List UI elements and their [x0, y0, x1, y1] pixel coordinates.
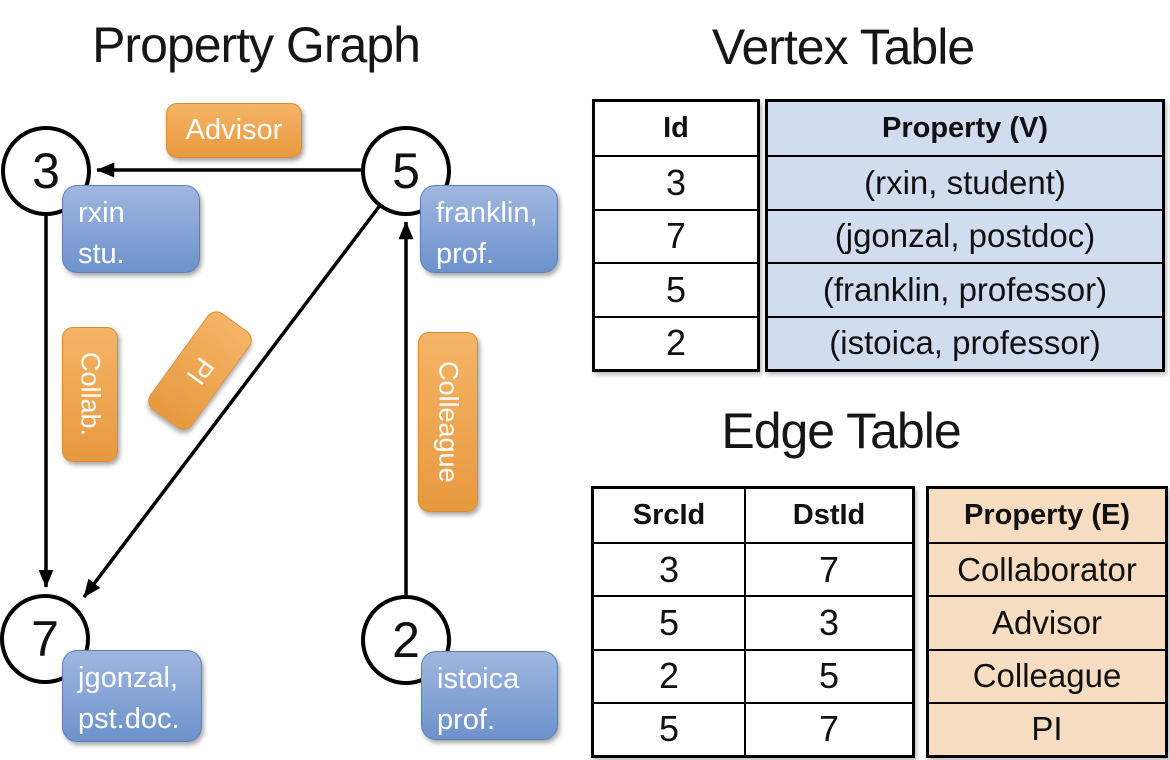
graph-node-2: 2 [361, 595, 451, 685]
edge-property-cell: Colleague [929, 648, 1165, 702]
vertex-id-cell: 2 [595, 315, 757, 369]
edge-property-cell: PI [929, 701, 1165, 755]
vertex-property-cell: (istoica, professor) [768, 315, 1162, 369]
node-id: 2 [392, 612, 420, 668]
edge-dst-cell: 3 [744, 595, 912, 649]
vertex-label-2: istoica prof. [421, 651, 558, 740]
edge-src-cell: 5 [594, 595, 744, 648]
edge-pi-arrow [82, 169, 408, 599]
vertex-table-property-column: Property (V) (rxin, student) (jgonzal, p… [765, 99, 1165, 372]
vertex-label-line: istoica [437, 663, 520, 695]
edge-label-collab: Collab. [62, 327, 118, 462]
vertex-label-line: prof. [437, 704, 496, 736]
property-graph-title: Property Graph [92, 17, 421, 73]
edge-property-cell: Collaborator [929, 542, 1165, 596]
node-id: 3 [32, 143, 60, 199]
edge-property-cell: Advisor [929, 595, 1165, 649]
graph-edges [38, 162, 414, 640]
vertex-label-line: jgonzal, [78, 662, 178, 694]
edge-src-cell: 5 [594, 701, 744, 755]
vertex-label-line: pst.doc. [78, 703, 180, 735]
vertex-label-line: stu. [78, 238, 125, 270]
vertex-id-cell: 3 [595, 155, 757, 208]
vertex-property-header: Property (V) [768, 102, 1162, 156]
edge-table-id-columns: SrcId DstId 3 7 5 3 2 5 5 7 [591, 486, 915, 758]
edge-table-property-column: Property (E) Collaborator Advisor Collea… [926, 486, 1168, 758]
vertex-label-7: jgonzal, pst.doc. [62, 650, 202, 742]
vertex-label-line: rxin [78, 197, 125, 229]
node-id: 7 [31, 611, 59, 667]
edge-label-colleague: Colleague [418, 332, 478, 512]
edge-property-header: Property (E) [929, 489, 1165, 543]
edge-label-advisor: Advisor [166, 103, 302, 158]
vertex-label-3: rxin stu. [62, 185, 200, 273]
edge-dst-cell: 7 [744, 701, 912, 755]
edge-dst-cell: 7 [744, 542, 912, 596]
vertex-id-cell: 5 [595, 262, 757, 315]
vertex-property-cell: (jgonzal, postdoc) [768, 208, 1162, 263]
vertex-property-cell: (franklin, professor) [768, 262, 1162, 316]
vertex-table-title: Vertex Table [711, 19, 975, 75]
vertex-id-cell: 7 [595, 208, 757, 262]
graph-node-5: 5 [361, 126, 451, 216]
vertex-label-line: franklin, [436, 197, 538, 229]
vertex-label-line: prof. [436, 238, 495, 270]
edge-table-title: Edge Table [721, 403, 961, 459]
vertex-table-id-column: Id 3 7 5 2 [592, 99, 760, 372]
vertex-property-cell: (rxin, student) [768, 155, 1162, 209]
vertex-id-header: Id [663, 112, 689, 145]
edge-dst-cell: 5 [744, 648, 912, 702]
node-id: 5 [392, 143, 420, 199]
edge-src-header: SrcId [632, 499, 706, 532]
edge-src-cell: 3 [594, 542, 744, 595]
edge-dst-header: DstId [744, 489, 912, 543]
vertex-label-5: franklin, prof. [420, 185, 558, 273]
edge-src-cell: 2 [594, 648, 744, 702]
